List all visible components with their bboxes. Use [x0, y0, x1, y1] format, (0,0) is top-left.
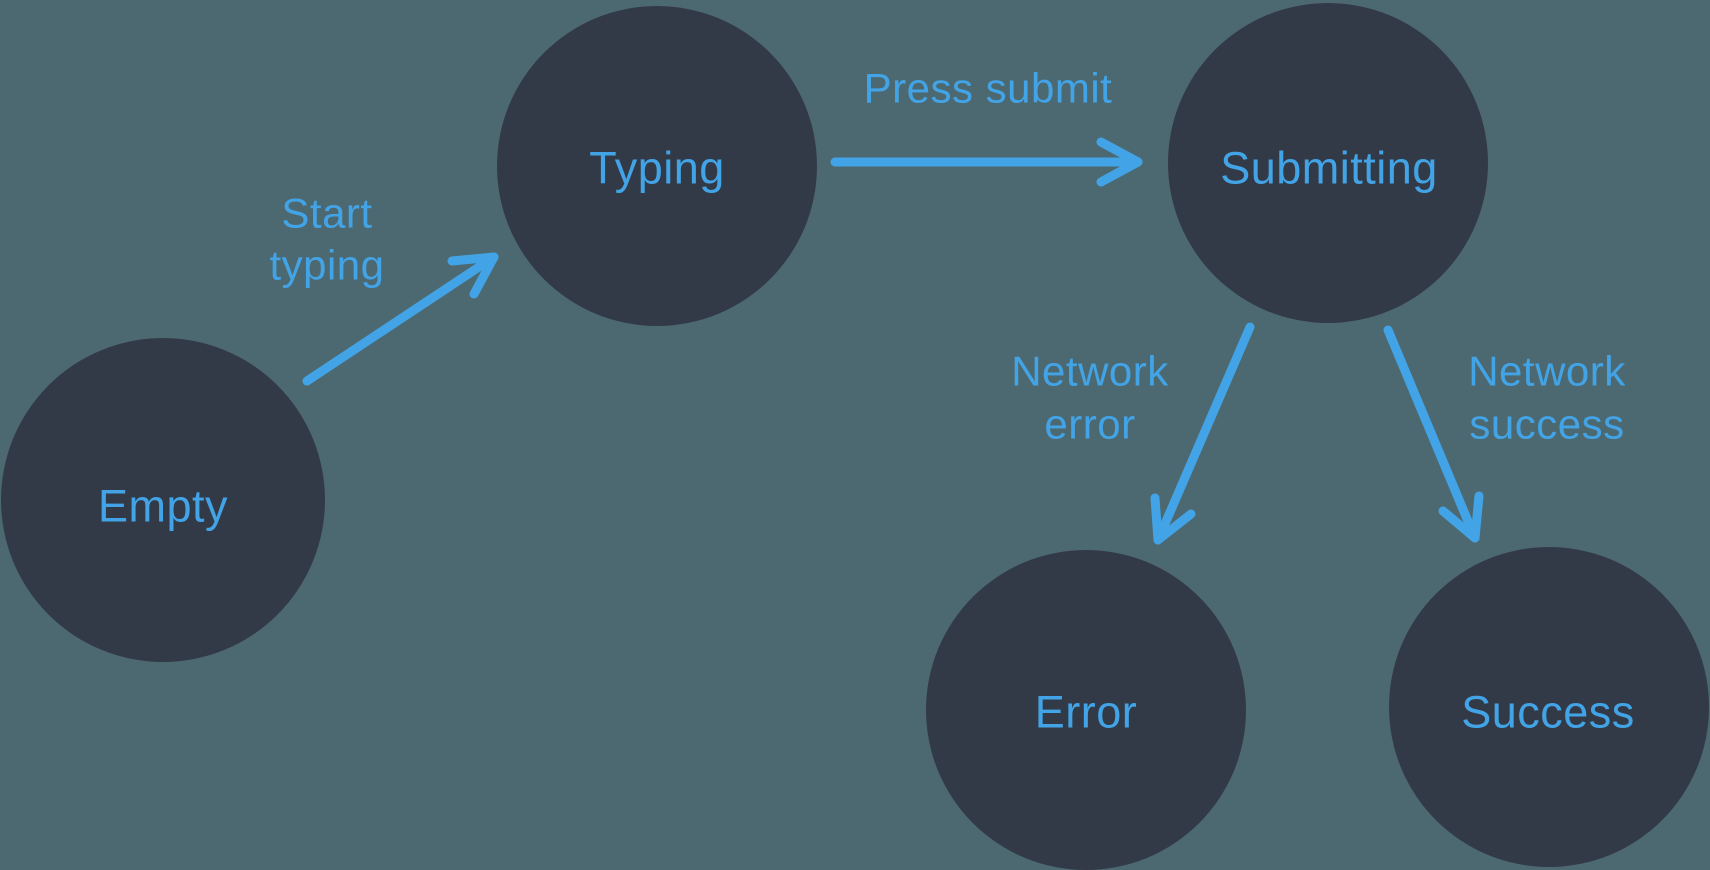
state-success: Success — [1389, 547, 1709, 867]
state-empty: Empty — [1, 338, 325, 662]
transition-network-error: Network error — [1011, 322, 1255, 545]
network-success-label-line1: Network — [1468, 348, 1626, 395]
start-typing-label-line1: Start — [281, 190, 372, 237]
press-submit-label: Press submit — [864, 65, 1113, 112]
network-error-label-line2: error — [1044, 401, 1135, 448]
network-success-label-line2: success — [1469, 401, 1624, 448]
transition-network-success: Network success — [1383, 325, 1626, 543]
press-submit-arrowhead-icon — [1096, 137, 1143, 187]
network-error-arrow-shaft — [1153, 322, 1255, 545]
network-success-arrowhead-icon — [1438, 491, 1484, 543]
transition-press-submit: Press submit — [830, 65, 1143, 187]
state-label-empty: Empty — [98, 481, 228, 532]
state-circle-typing — [497, 6, 817, 326]
network-success-arrow-shaft — [1383, 325, 1480, 543]
transition-start-typing: Start typing — [269, 190, 499, 386]
state-label-success: Success — [1461, 687, 1635, 738]
state-submitting: Submitting — [1168, 3, 1488, 323]
state-circle-error — [926, 550, 1246, 870]
network-error-label-line1: Network — [1011, 348, 1169, 395]
state-circle-success — [1389, 547, 1709, 867]
start-typing-arrowhead-icon — [447, 252, 499, 299]
state-circle-submitting — [1168, 3, 1488, 323]
state-error: Error — [926, 550, 1246, 870]
state-label-submitting: Submitting — [1220, 143, 1438, 194]
state-typing: Typing — [497, 6, 817, 326]
state-label-typing: Typing — [589, 143, 725, 194]
start-typing-arrow-shaft — [302, 252, 499, 386]
state-label-error: Error — [1035, 687, 1138, 738]
start-typing-label-line2: typing — [269, 242, 384, 289]
network-error-arrowhead-icon — [1150, 493, 1196, 545]
state-circle-empty — [1, 338, 325, 662]
